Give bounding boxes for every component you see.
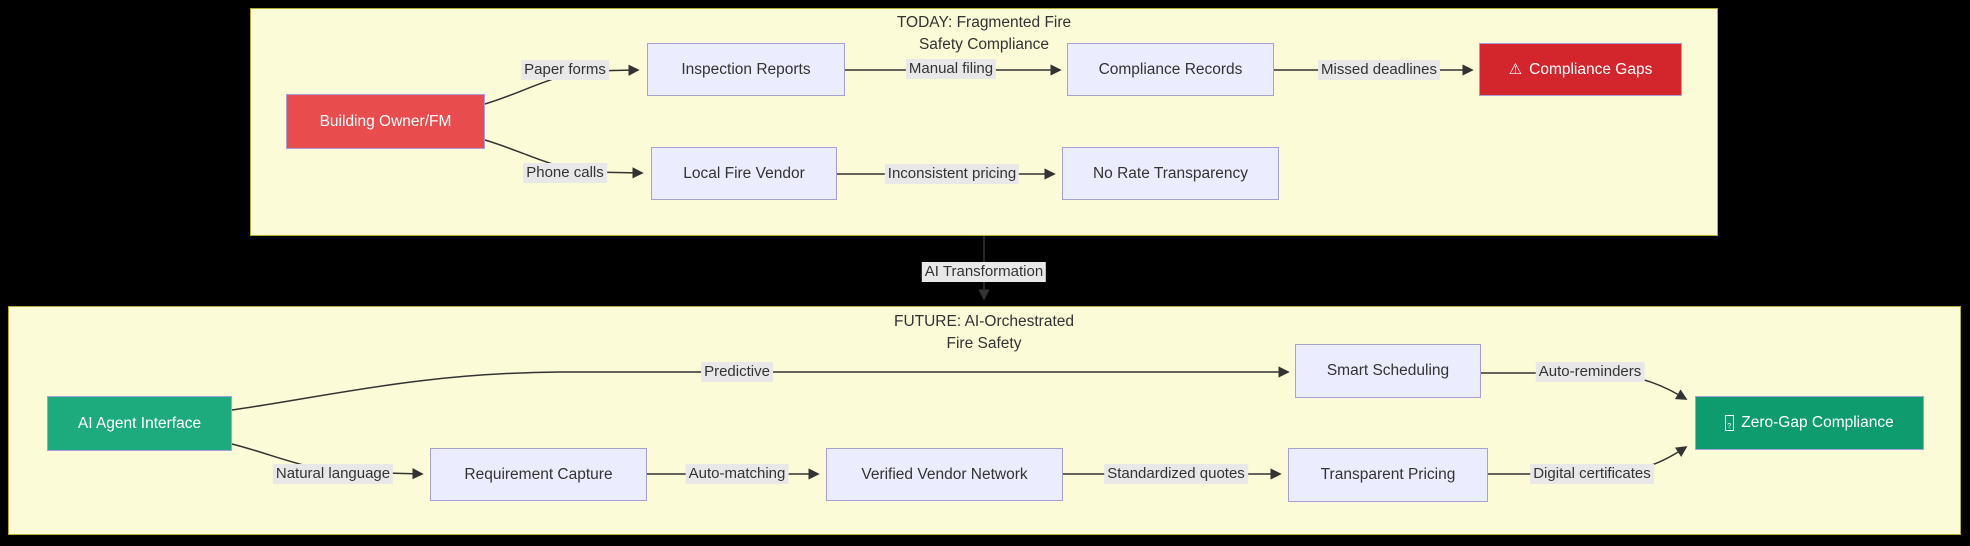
node-ai-agent-interface: AI Agent Interface [47,396,232,451]
edge-label-natural-language: Natural language [272,464,394,484]
node-verified-vendor-network-label: Verified Vendor Network [861,465,1028,483]
node-inspection-reports-label: Inspection Reports [681,60,811,78]
edge-label-predictive: Predictive [701,362,773,382]
edge-label-auto-reminders: Auto-reminders [1535,362,1645,382]
node-verified-vendor-network: Verified Vendor Network [826,448,1063,501]
edge-label-auto-matching: Auto-matching [685,464,789,484]
node-local-fire-vendor-label: Local Fire Vendor [683,164,805,182]
node-zero-gap-compliance: Zero-Gap Compliance [1695,396,1924,450]
node-building-owner-label: Building Owner/FM [319,112,452,130]
edge-label-missed-deadlines: Missed deadlines [1318,60,1440,80]
node-no-rate-transparency: No Rate Transparency [1062,147,1279,200]
node-inspection-reports: Inspection Reports [647,43,845,96]
node-ai-agent-interface-label: AI Agent Interface [77,414,202,432]
warning-icon: ⚠ [1508,61,1523,78]
cluster-today-title-line2: Safety Compliance [918,36,1050,53]
node-requirement-capture-label: Requirement Capture [464,465,613,483]
missing-glyph-icon [1725,415,1735,431]
edge-label-inconsistent-pricing: Inconsistent pricing [884,164,1020,184]
node-transparent-pricing: Transparent Pricing [1288,448,1488,502]
node-transparent-pricing-label: Transparent Pricing [1320,466,1456,483]
edge-label-standardized-quotes: Standardized quotes [1104,464,1248,484]
edge-label-paper-forms: Paper forms [521,60,609,80]
cluster-today-title-line1: TODAY: Fragmented Fire [896,14,1072,31]
edge-label-manual-filing: Manual filing [905,59,997,79]
cluster-future-title-line2: Fire Safety [946,335,1022,352]
node-compliance-gaps: ⚠ Compliance Gaps [1479,43,1682,96]
cluster-future-title: FUTURE: AI-Orchestrated Fire Safety [774,311,1194,355]
node-smart-scheduling-label: Smart Scheduling [1326,362,1450,379]
node-smart-scheduling: Smart Scheduling [1295,344,1481,398]
edge-label-phone-calls: Phone calls [523,163,607,183]
cluster-today [250,8,1718,236]
node-compliance-records: Compliance Records [1067,43,1274,96]
node-requirement-capture: Requirement Capture [430,448,647,501]
node-building-owner: Building Owner/FM [286,94,485,149]
node-zero-gap-compliance-label: Zero-Gap Compliance [1741,414,1894,431]
cluster-future-title-line1: FUTURE: AI-Orchestrated [893,313,1074,330]
node-local-fire-vendor: Local Fire Vendor [651,147,837,200]
node-compliance-records-label: Compliance Records [1098,60,1243,78]
edge-label-ai-transformation: AI Transformation [921,262,1047,282]
node-compliance-gaps-label: Compliance Gaps [1529,60,1653,78]
edge-label-digital-certificates: Digital certificates [1530,464,1654,484]
cluster-today-title: TODAY: Fragmented Fire Safety Compliance [774,12,1194,56]
node-no-rate-transparency-label: No Rate Transparency [1092,164,1249,182]
